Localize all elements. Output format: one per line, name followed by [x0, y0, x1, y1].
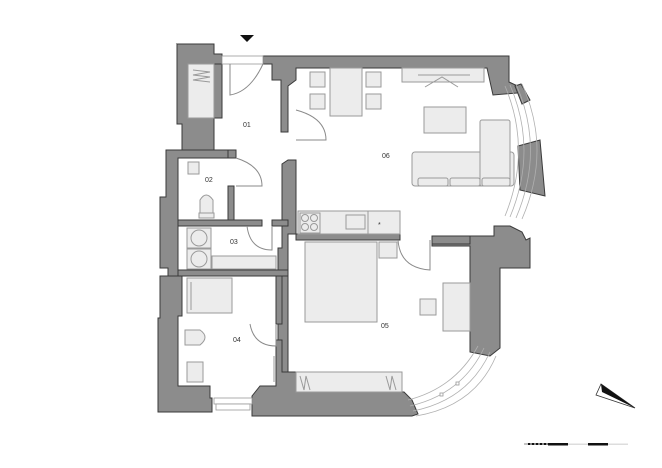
north-arrow-icon — [595, 383, 636, 409]
walls — [157, 43, 546, 417]
hall-wardrobe — [187, 63, 215, 119]
door-utility[interactable] — [246, 225, 273, 251]
room-label-02: 02 — [205, 177, 213, 184]
extractor-icon: * — [378, 222, 381, 229]
room-label-04: 04 — [233, 337, 241, 344]
corner-sofa — [411, 119, 515, 187]
toilet-fixtures — [187, 161, 215, 219]
bathroom-window — [213, 397, 253, 411]
scale-bar — [524, 443, 628, 446]
entrance-door[interactable] — [229, 63, 264, 96]
door-bedroom[interactable] — [397, 239, 431, 271]
door-bathroom[interactable] — [249, 323, 277, 347]
coffee-table — [423, 106, 467, 134]
tv-unit — [401, 67, 485, 88]
bedroom-furniture — [295, 241, 471, 393]
door-living[interactable] — [295, 109, 327, 141]
room-label-05: 05 — [381, 323, 389, 330]
room-label-03: 03 — [230, 239, 238, 246]
entrance-arrow-icon — [240, 35, 254, 42]
dining-set — [309, 67, 382, 117]
room-label-01: 01 — [243, 122, 251, 129]
kitchen-counter: * — [297, 210, 401, 235]
door-toilet[interactable] — [235, 157, 263, 187]
bay-window-living — [504, 83, 538, 220]
entrance-threshold — [221, 55, 264, 65]
bay-window-bedroom — [407, 345, 497, 417]
bathroom-fixtures — [184, 277, 275, 383]
utility-fixtures — [186, 227, 277, 270]
doors — [229, 63, 431, 347]
room-label-06: 06 — [382, 153, 390, 160]
